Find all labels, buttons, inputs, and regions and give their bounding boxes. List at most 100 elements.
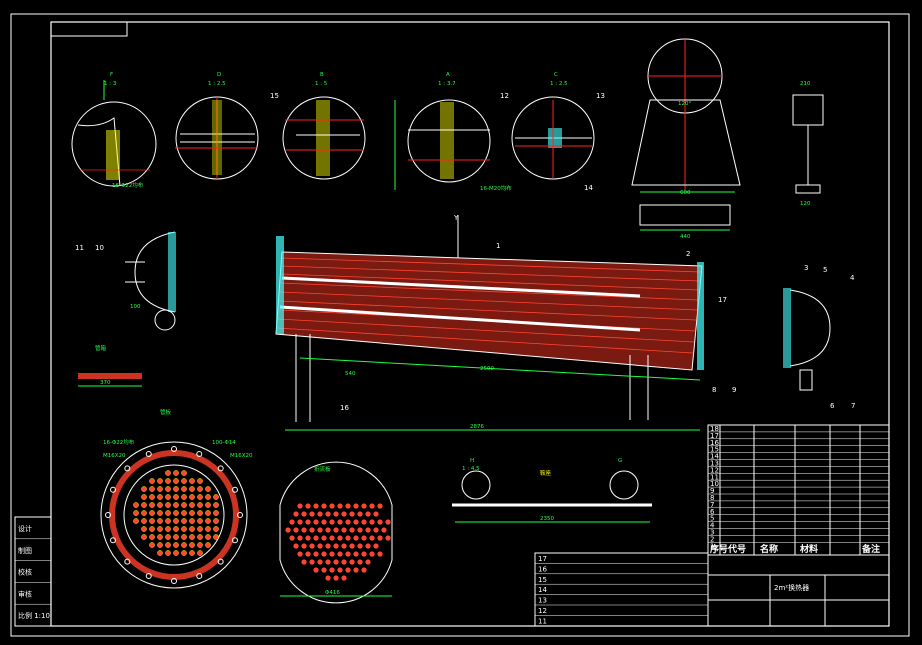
tube-hole xyxy=(157,494,163,500)
baffle-hole xyxy=(321,567,327,573)
baffle-hole xyxy=(329,519,335,525)
tie-rod-view: 2350 H G 1 : 4.5 鞍座 xyxy=(452,458,652,523)
tube-hole xyxy=(181,510,187,516)
baffle-hole xyxy=(293,511,299,517)
baffle-hole xyxy=(305,519,311,525)
tube-hole xyxy=(157,502,163,508)
tube-hole xyxy=(197,534,203,540)
tube-hole xyxy=(165,534,171,540)
section-label-F: F xyxy=(110,72,113,78)
detail-B: B 1 : 5 xyxy=(282,72,366,180)
tube-sheet-holes xyxy=(105,446,243,584)
tube-hole xyxy=(173,486,179,492)
part-7: 7 xyxy=(851,402,855,410)
tube-hole xyxy=(197,494,203,500)
tube-hole xyxy=(157,510,163,516)
right-head: 3 5 4 6 7 xyxy=(783,264,855,410)
detail-F: F 1 : 3 16-Φ22均布 xyxy=(71,72,157,189)
baffle-hole xyxy=(357,559,363,565)
baffle-hole xyxy=(353,567,359,573)
baffle-hole xyxy=(365,527,371,533)
bom-h-note: 备注 xyxy=(861,543,880,555)
baffle-hole xyxy=(309,511,315,517)
baffle-hole xyxy=(353,519,359,525)
tube-hole xyxy=(213,526,219,532)
bom-row-no: 18 xyxy=(710,425,719,433)
inner-frame xyxy=(50,21,890,627)
baffle-hole xyxy=(337,567,343,573)
baffle-hole xyxy=(309,527,315,533)
section-scale-A: 1 : 3.7 xyxy=(438,81,456,87)
bom-bottom-row-no: 17 xyxy=(538,555,547,563)
left-bar-dim: 370 xyxy=(100,380,111,386)
baffle-hole xyxy=(349,559,355,565)
tube-hole xyxy=(189,526,195,532)
baffle-hole xyxy=(373,543,379,549)
tie-rod-length: 2350 xyxy=(540,516,554,522)
y-axis-label: Y xyxy=(453,214,459,222)
part-2: 2 xyxy=(686,250,690,258)
baffle-hole xyxy=(309,543,315,549)
baffle-hole xyxy=(305,551,311,557)
bom-row-no: 17 xyxy=(710,432,719,440)
bom-row-no: 12 xyxy=(710,466,719,474)
tube-hole xyxy=(165,518,171,524)
saddle-base: 440 xyxy=(680,234,691,240)
bom-row-no: 10 xyxy=(710,480,719,488)
saddle-small-w: 210 xyxy=(800,81,811,87)
bolt-hole xyxy=(231,486,238,493)
tube-hole xyxy=(213,494,219,500)
tube-hole xyxy=(133,510,139,516)
section-label-B: B xyxy=(320,72,324,78)
baffle-hole xyxy=(377,503,383,509)
baffle-hole xyxy=(357,527,363,533)
tube-hole xyxy=(197,478,203,484)
tube-hole xyxy=(181,518,187,524)
bolt-hole xyxy=(171,578,177,584)
tube-hole xyxy=(189,534,195,540)
baffle-hole xyxy=(365,559,371,565)
bolt-hole xyxy=(145,451,152,458)
bom-h-no: 序号 xyxy=(710,543,728,555)
tube-hole xyxy=(149,478,155,484)
baffle-hole xyxy=(313,551,319,557)
tube-hole xyxy=(157,534,163,540)
bolt-note-right: M16X20 xyxy=(230,453,253,459)
baffle-hole xyxy=(365,543,371,549)
left-dim-100: 100 xyxy=(130,304,141,310)
baffle-hole xyxy=(377,551,383,557)
saddle-small-b: 120 xyxy=(800,201,811,207)
baffle-hole xyxy=(285,527,291,533)
baffle-hole xyxy=(293,543,299,549)
tube-hole xyxy=(205,534,211,540)
tube-hole xyxy=(205,494,211,500)
baffle-hole xyxy=(297,535,303,541)
tube-hole xyxy=(197,502,203,508)
tube-hole xyxy=(181,494,187,500)
bom-bottom-row-no: 11 xyxy=(538,617,547,625)
tube-hole xyxy=(141,518,147,524)
bom-row-no: 2 xyxy=(710,535,714,543)
baffle-hole xyxy=(325,575,331,581)
tube-hole xyxy=(189,486,195,492)
part-17: 17 xyxy=(718,296,727,304)
tube-hole xyxy=(133,502,139,508)
tube-sheet-label: 管板 xyxy=(160,408,172,416)
section-label-A: A xyxy=(446,72,450,78)
tube-hole xyxy=(173,510,179,516)
baffle-hole xyxy=(361,519,367,525)
tube-hole xyxy=(197,510,203,516)
baffle-hole xyxy=(333,575,339,581)
bolt-hole xyxy=(124,465,131,472)
tube-hole xyxy=(197,486,203,492)
detail-D: D 1 : 2.5 15 xyxy=(175,72,279,180)
bom-bottom-row-no: 14 xyxy=(538,586,547,594)
baffle-hole xyxy=(317,511,323,517)
tube-hole xyxy=(149,526,155,532)
tube-hole xyxy=(205,526,211,532)
tube-hole xyxy=(141,486,147,492)
top-left-tag xyxy=(50,21,128,37)
baffle-hole xyxy=(385,519,391,525)
baffle-hole xyxy=(361,535,367,541)
